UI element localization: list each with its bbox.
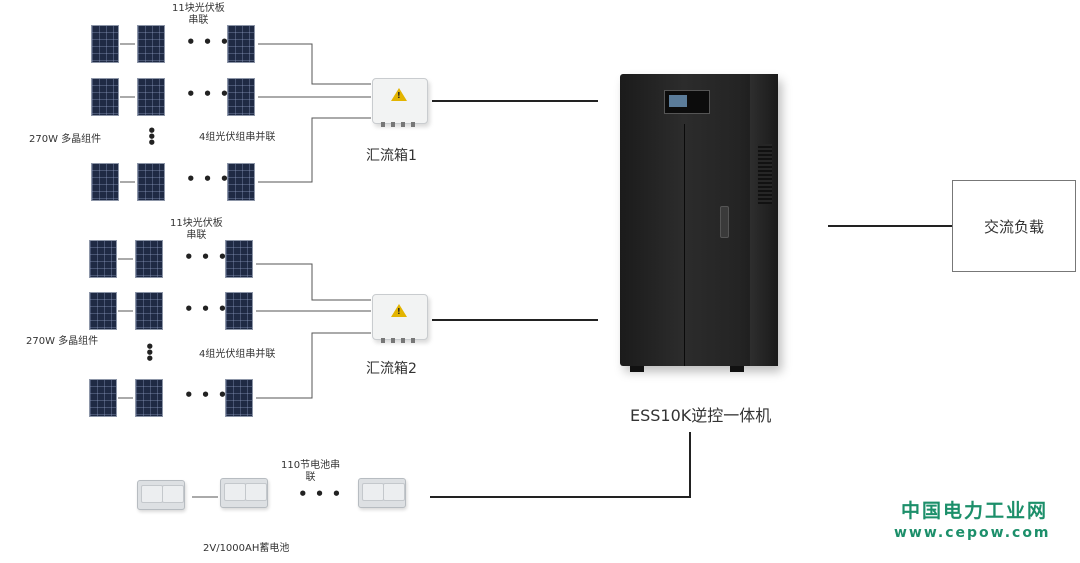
ac-load-label: 交流负载 xyxy=(983,218,1044,236)
ellipsis-h: • • • xyxy=(298,485,343,503)
solar-panel xyxy=(227,163,255,201)
solar-panel xyxy=(89,240,117,278)
solar-panel xyxy=(135,240,163,278)
combiner-box-2: ! xyxy=(372,294,428,343)
ellipsis-h: • • • xyxy=(186,85,231,103)
ellipsis-v: • • • xyxy=(145,338,155,368)
solar-panel xyxy=(91,25,119,63)
battery xyxy=(358,478,406,508)
warning-icon: ! xyxy=(391,304,407,317)
series-label-2: 11块光伏板 串联 xyxy=(170,218,223,241)
parallel-label-1: 4组光伏组串并联 xyxy=(199,132,276,143)
solar-panel xyxy=(137,78,165,116)
ellipsis-h: • • • xyxy=(184,248,229,266)
combiner-2-label: 汇流箱2 xyxy=(366,361,417,377)
module-label-2: 270W 多晶组件 xyxy=(26,336,99,347)
inverter-label: ESS10K逆控一体机 xyxy=(630,406,772,425)
solar-panel xyxy=(225,292,253,330)
battery-spec-label: 2V/1000AH蓄电池 xyxy=(203,543,290,554)
solar-panel xyxy=(225,240,253,278)
solar-panel xyxy=(135,379,163,417)
warning-icon: ! xyxy=(391,88,407,101)
battery-series-label: 110节电池串 联 xyxy=(281,460,341,483)
battery xyxy=(137,480,185,510)
solar-panel xyxy=(227,25,255,63)
ellipsis-h: • • • xyxy=(186,170,231,188)
solar-panel xyxy=(91,78,119,116)
vent-grille xyxy=(758,144,772,204)
ac-load-box: 交流负载 xyxy=(952,180,1076,272)
ellipsis-h: • • • xyxy=(184,300,229,318)
solar-panel xyxy=(137,163,165,201)
ellipsis-v: • • • xyxy=(147,122,157,152)
solar-panel xyxy=(89,292,117,330)
battery xyxy=(220,478,268,508)
solar-panel xyxy=(91,163,119,201)
solar-panel xyxy=(89,379,117,417)
solar-panel xyxy=(137,25,165,63)
display-screen xyxy=(664,90,710,114)
ellipsis-h: • • • xyxy=(184,386,229,404)
door-handle xyxy=(720,206,729,238)
solar-panel xyxy=(227,78,255,116)
solar-panel xyxy=(135,292,163,330)
watermark-name: 中国电力工业网 xyxy=(901,500,1049,522)
watermark-url: www.cepow.com xyxy=(894,525,1051,541)
solar-panel xyxy=(225,379,253,417)
combiner-box-1: ! xyxy=(372,78,428,127)
series-label-1: 11块光伏板 串联 xyxy=(172,3,225,26)
ellipsis-h: • • • xyxy=(186,33,231,51)
parallel-label-2: 4组光伏组串并联 xyxy=(199,349,276,360)
combiner-1-label: 汇流箱1 xyxy=(366,148,417,164)
module-label-1: 270W 多晶组件 xyxy=(29,134,102,145)
inverter-cabinet xyxy=(620,74,778,372)
